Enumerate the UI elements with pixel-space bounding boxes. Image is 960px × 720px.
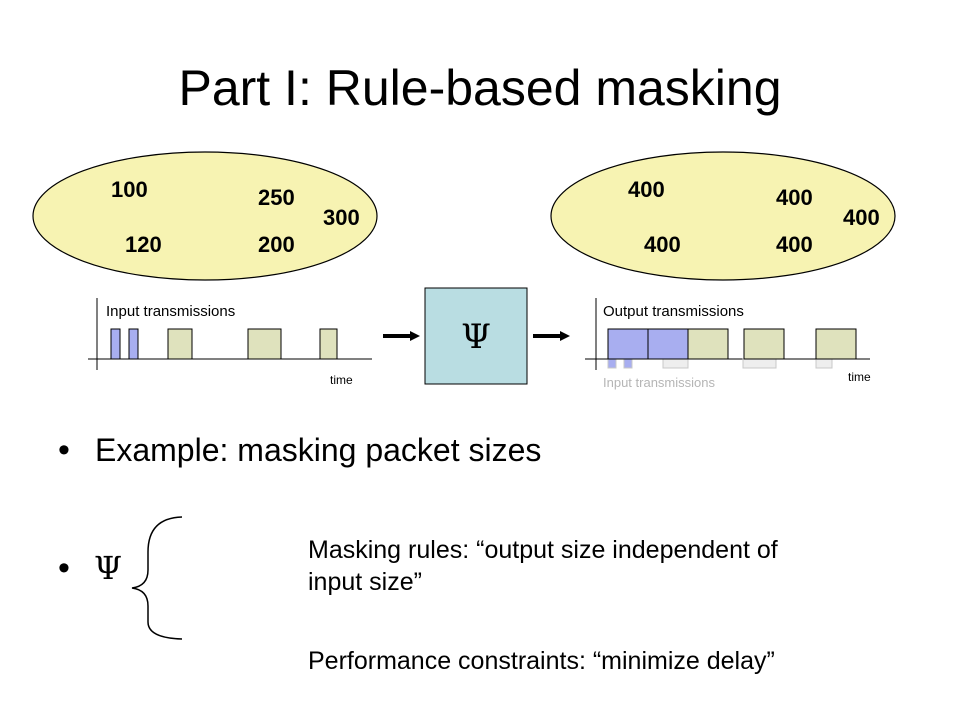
performance-constraints: Performance constraints: “minimize delay…: [308, 647, 775, 675]
masking-rules-line-1: Masking rules: “output size independent …: [308, 536, 778, 564]
input-timeline-label: Input transmissions: [106, 303, 235, 320]
bullet-dot-example: •: [58, 431, 70, 469]
ghost-input-packet-3: [662, 358, 689, 369]
output-size-set: [550, 151, 896, 281]
bullet-psi: Ψ: [94, 549, 123, 587]
psi-symbol: Ψ: [461, 317, 491, 357]
output-timeline-label: Output transmissions: [603, 303, 744, 320]
ghost-input-packet-2: [623, 358, 633, 369]
masking-function-box: [424, 287, 528, 385]
input-size-100: 100: [111, 177, 148, 202]
output-size-5: 400: [776, 232, 813, 257]
bullet-dot-psi: •: [58, 549, 70, 587]
output-size-3: 400: [843, 205, 880, 230]
input-packet-1: [110, 328, 121, 360]
input-packet-4: [247, 328, 282, 360]
masking-rules-line-2: input size”: [308, 568, 422, 596]
ghost-input-packet-4: [742, 358, 777, 369]
output-packet-1: [607, 328, 649, 360]
input-packet-5: [319, 328, 338, 360]
input-size-120: 120: [125, 232, 162, 257]
input-time-axis-label: time: [330, 373, 353, 387]
ghost-input-packet-1: [607, 358, 617, 369]
output-packet-2: [647, 328, 689, 360]
output-packet-4: [743, 328, 785, 360]
output-size-4: 400: [644, 232, 681, 257]
slide-title: Part I: Rule-based masking: [178, 60, 782, 116]
input-size-set: [32, 151, 378, 281]
rules-brace: [131, 516, 183, 640]
output-size-2: 400: [776, 185, 813, 210]
output-size-1: 400: [628, 177, 665, 202]
bullet-example: Example: masking packet sizes: [95, 432, 542, 468]
output-packet-3: [687, 328, 729, 360]
ghost-input-label: Input transmissions: [603, 375, 715, 390]
input-packet-2: [128, 328, 139, 360]
input-size-250: 250: [258, 185, 295, 210]
input-packet-3: [167, 328, 193, 360]
ghost-input-packet-5: [815, 358, 833, 369]
output-packet-5: [815, 328, 857, 360]
output-time-axis-label: time: [848, 370, 871, 384]
input-size-200: 200: [258, 232, 295, 257]
input-size-300: 300: [323, 205, 360, 230]
